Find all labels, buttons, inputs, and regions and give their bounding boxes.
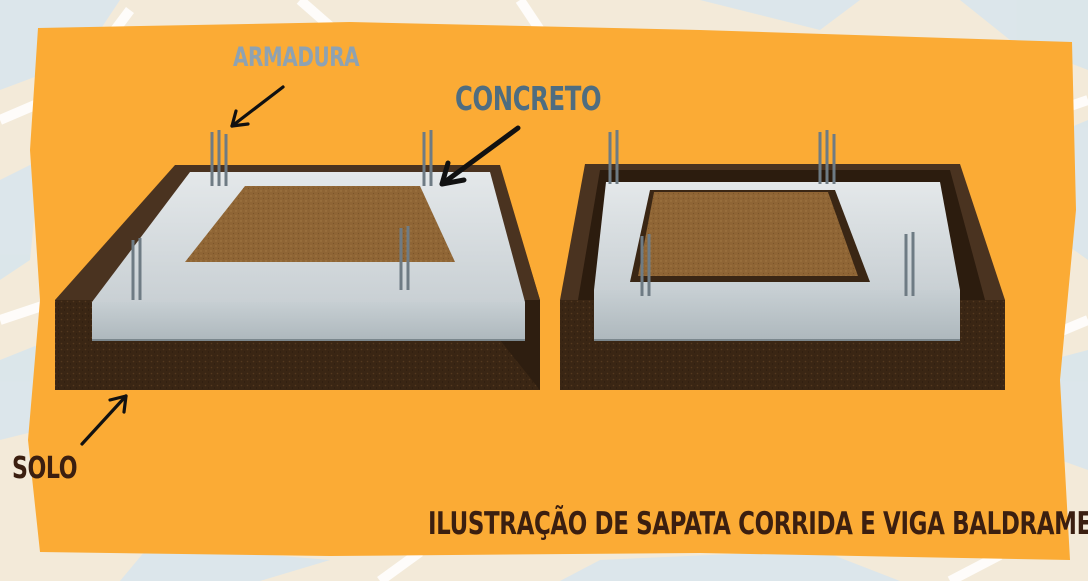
solo-label: SOLO (12, 451, 78, 486)
armadura-label: ARMADURA (233, 42, 360, 73)
viga-baldrame-illustration (560, 130, 1005, 390)
armadura-arrow (230, 85, 285, 128)
orange-panel-shape (28, 22, 1076, 560)
illustration-caption: ILUSTRAÇÃO DE SAPATA CORRIDA E VIGA BALD… (428, 506, 1088, 542)
solo-arrow (80, 394, 128, 446)
sapata-corrida-illustration (55, 130, 540, 390)
pointer-arrows (80, 85, 521, 446)
concreto-label: CONCRETO (455, 79, 602, 118)
concreto-arrow (439, 125, 521, 187)
